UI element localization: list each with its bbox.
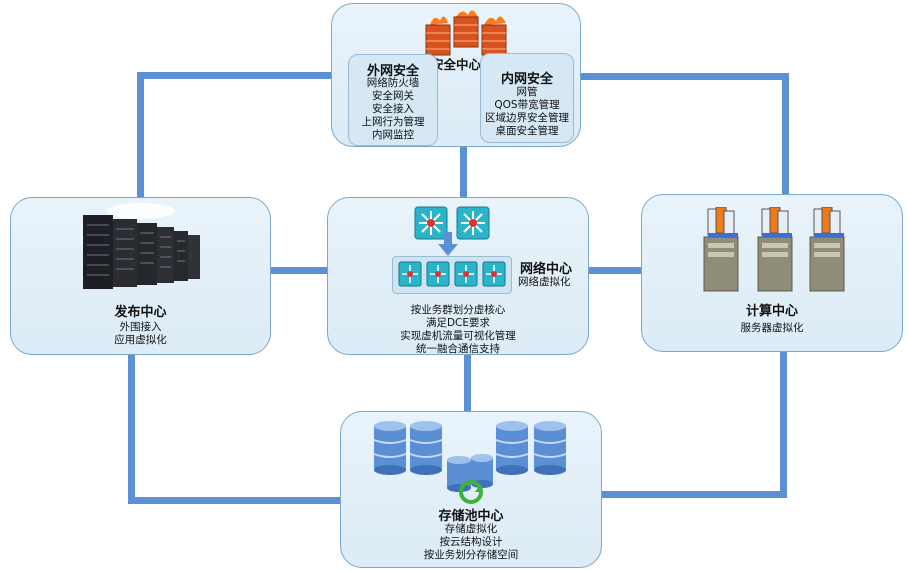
connector-network-compute [585, 267, 645, 274]
database-icon [373, 421, 407, 475]
publish-center-item: 外围接入 [119, 321, 162, 333]
connector-compute-storage-h [598, 491, 787, 498]
connector-network-storage [464, 352, 471, 414]
compute-center-panel: 计算中心 服务器虚拟化 [641, 194, 903, 352]
network-center-subtitle: 网络虚拟化 [518, 276, 571, 288]
storage-center-item: 按云结构设计 [439, 536, 503, 548]
inner-security-item: 网管 [516, 86, 538, 98]
connector-publish-storage-v [128, 350, 135, 503]
server-icon [703, 207, 739, 292]
virtual-switch-icon [426, 261, 450, 287]
inner-security-item: 区域边界安全管理 [485, 112, 569, 124]
storage-center-panel: 存储池中心 存储虚拟化 按云结构设计 按业务划分存储空间 [340, 411, 602, 568]
storage-center-title: 存储池中心 [438, 509, 504, 524]
virtual-switch-icon [482, 261, 506, 287]
server-icon [809, 207, 845, 292]
connector-security-compute-v [782, 73, 789, 197]
storage-sync-icon [447, 454, 493, 504]
security-center-title: 安全中心 [431, 57, 482, 72]
connector-security-publish-v [137, 72, 144, 202]
network-center-title: 网络中心 [520, 262, 573, 277]
connector-publish-storage-h [128, 497, 343, 504]
server-rack-icon [83, 203, 200, 289]
outer-security-item: 上网行为管理 [361, 116, 425, 128]
firewall-icon [425, 10, 507, 56]
inner-security-item: QOS带宽管理 [494, 99, 560, 111]
outer-security-item: 安全接入 [372, 103, 414, 115]
outer-security-item: 网络防火墙 [366, 77, 420, 89]
outer-security-item: 内网监控 [372, 129, 414, 141]
connector-compute-storage-v [780, 346, 787, 498]
virtual-switch-icon [454, 261, 478, 287]
network-center-item: 统一融合通信支持 [416, 343, 500, 355]
network-center-item: 按业务群划分虚核心 [410, 304, 506, 316]
database-icon [533, 421, 567, 475]
storage-center-item: 按业务划分存储空间 [423, 549, 519, 561]
virtual-switch-icon [398, 261, 422, 287]
compute-center-title: 计算中心 [745, 304, 798, 319]
connector-security-publish-h [137, 72, 337, 79]
network-center-item: 满足DCE要求 [425, 317, 491, 329]
outer-security-item: 安全网关 [372, 90, 414, 102]
connector-publish-network [265, 267, 331, 274]
publish-center-item: 应用虚拟化 [114, 334, 167, 346]
server-icon [757, 207, 793, 292]
inner-security-title: 内网安全 [500, 72, 553, 87]
publish-center-title: 发布中心 [114, 305, 167, 320]
database-icon [495, 421, 529, 475]
publish-center-panel: 发布中心 外围接入 应用虚拟化 [10, 197, 271, 355]
compute-center-item: 服务器虚拟化 [740, 322, 804, 334]
outer-security-box: 外网安全 网络防火墙 安全网关 安全接入 上网行为管理 内网监控 [348, 54, 438, 146]
network-center-panel: 网络中心 网络虚拟化 按业务群划分虚核心 满足DCE要求 实现虚机流量可视化管理… [327, 197, 589, 355]
database-icon [409, 421, 443, 475]
inner-security-item: 桌面安全管理 [495, 125, 559, 137]
connector-security-compute-h [575, 73, 789, 80]
down-arrow-icon [438, 232, 458, 256]
inner-security-box: 内网安全 网管 QOS带宽管理 区域边界安全管理 桌面安全管理 [480, 53, 574, 143]
security-center-panel: 安全中心 外网安全 网络防火墙 安全网关 安全接入 上网行为管理 内网监控 内网… [331, 3, 581, 147]
storage-center-item: 存储虚拟化 [444, 523, 498, 535]
connector-security-network [460, 140, 467, 202]
core-switch-icon [414, 206, 448, 240]
outer-security-title: 外网安全 [366, 64, 419, 79]
network-center-item: 实现虚机流量可视化管理 [400, 330, 516, 342]
core-switch-icon [456, 206, 490, 240]
